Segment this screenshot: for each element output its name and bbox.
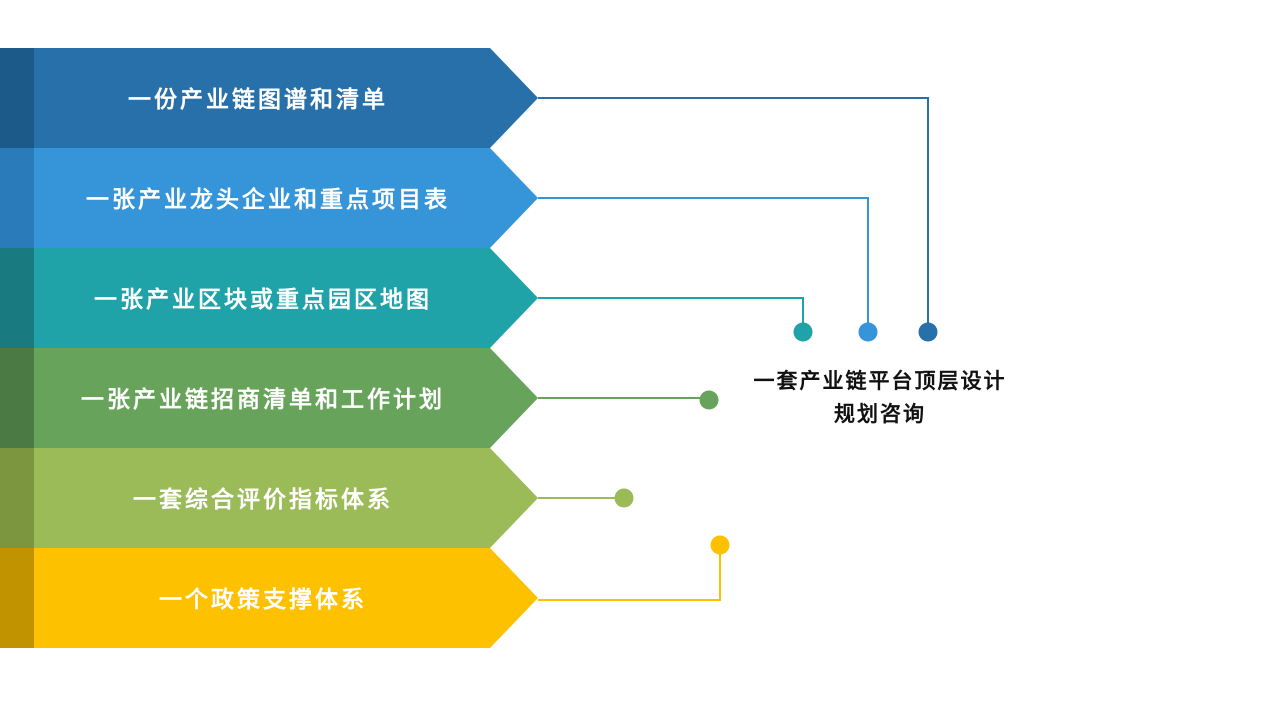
- connector-3: [538, 297, 813, 342]
- row-label: 一个政策支撑体系: [159, 586, 367, 613]
- center-title-line1: 一套产业链平台顶层设计: [754, 369, 1007, 393]
- connector-line: [538, 297, 804, 324]
- row-label: 一份产业链图谱和清单: [128, 86, 388, 113]
- chevron-shape: [0, 248, 538, 348]
- connector-6: [538, 535, 730, 601]
- row-stripe: [0, 548, 34, 648]
- connector-line: [538, 97, 929, 324]
- connector-line: [538, 553, 721, 601]
- chevron-shape: [0, 148, 538, 248]
- row-label: 一张产业龙头企业和重点项目表: [86, 186, 450, 213]
- chevron-row-1: 一份产业链图谱和清单: [0, 48, 538, 148]
- center-title-line2: 规划咨询: [834, 402, 926, 426]
- row-label: 一张产业链招商清单和工作计划: [81, 386, 445, 413]
- connector-5: [538, 488, 634, 508]
- connector-2: [538, 197, 878, 342]
- row-stripe: [0, 248, 34, 348]
- connector-4: [538, 390, 719, 410]
- chevron-shape: [0, 548, 538, 648]
- connector-line: [538, 197, 869, 324]
- connector-dot: [710, 535, 730, 555]
- chevron-shape: [0, 348, 538, 448]
- chevron-row-2: 一张产业龙头企业和重点项目表: [0, 148, 538, 248]
- connector-dot: [858, 322, 878, 342]
- chevron-shape: [0, 448, 538, 548]
- chevron-shape: [0, 48, 538, 148]
- connector-1: [538, 97, 938, 342]
- connector-dot: [699, 390, 719, 410]
- row-stripe: [0, 448, 34, 548]
- row-stripe: [0, 348, 34, 448]
- row-stripe: [0, 148, 34, 248]
- chevron-row-5: 一套综合评价指标体系: [0, 448, 538, 548]
- connector-dot: [793, 322, 813, 342]
- chevron-row-3: 一张产业区块或重点园区地图: [0, 248, 538, 348]
- connector-dot: [614, 488, 634, 508]
- chevron-row-4: 一张产业链招商清单和工作计划: [0, 348, 538, 448]
- row-label: 一张产业区块或重点园区地图: [94, 286, 432, 313]
- row-label: 一套综合评价指标体系: [133, 486, 393, 513]
- connector-dot: [918, 322, 938, 342]
- chevron-row-6: 一个政策支撑体系: [0, 548, 538, 648]
- row-stripe: [0, 48, 34, 148]
